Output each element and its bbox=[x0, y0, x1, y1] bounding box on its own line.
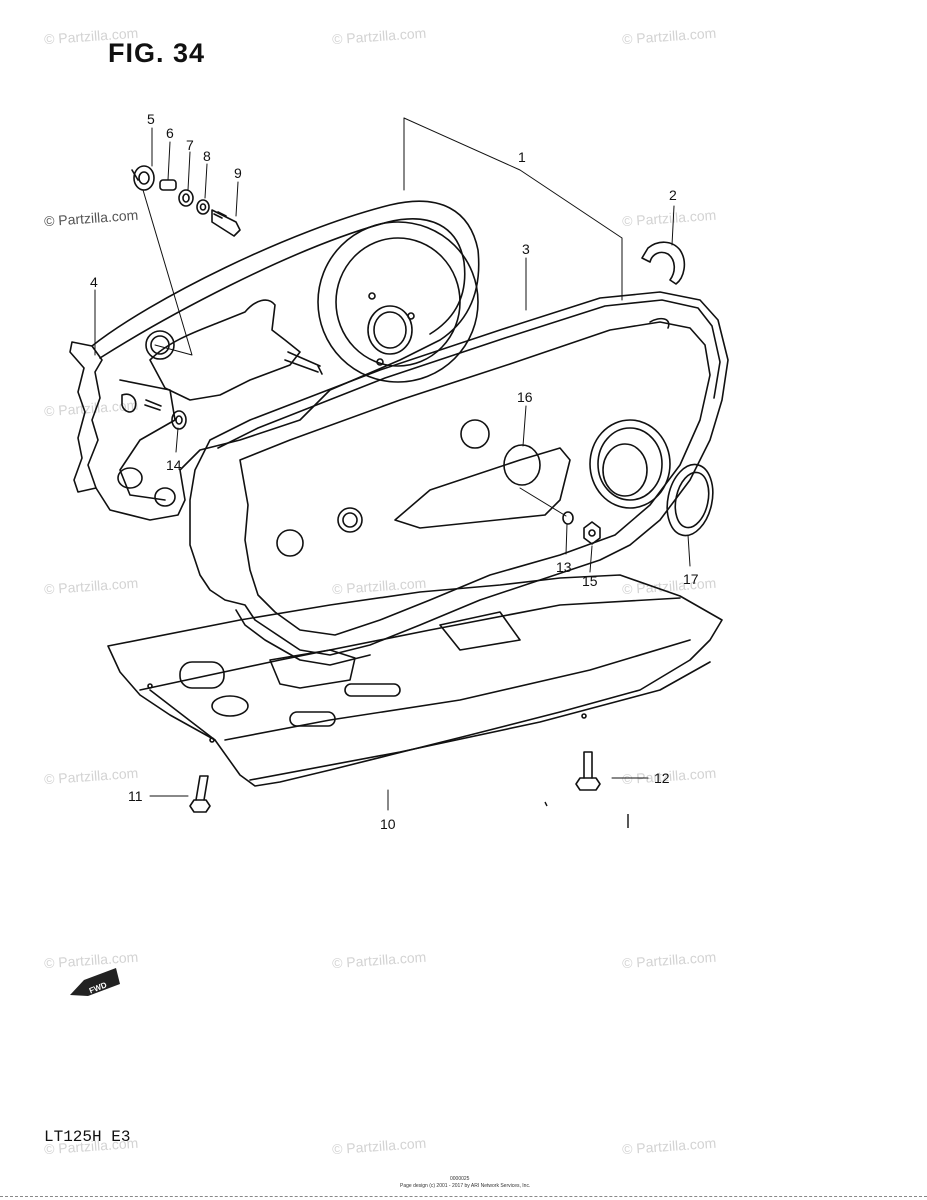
small-marks bbox=[544, 801, 629, 828]
callout-17: 17 bbox=[683, 571, 699, 587]
figure-title: FIG. 34 bbox=[108, 38, 206, 68]
clip-part bbox=[641, 241, 686, 285]
inner-chain-cover bbox=[69, 200, 480, 521]
callout-2: 2 bbox=[669, 187, 677, 203]
leader-lines bbox=[94, 117, 691, 811]
model-code: LT125H E3 bbox=[44, 1128, 131, 1146]
hardware-5-9 bbox=[131, 165, 241, 237]
footer-copyright: Page design (c) 2001 - 2017 by ARI Netwo… bbox=[400, 1183, 531, 1189]
callout-3: 3 bbox=[522, 241, 530, 257]
callout-10: 10 bbox=[380, 816, 396, 832]
fwd-arrow-icon: FWD bbox=[70, 968, 120, 996]
callout-14: 14 bbox=[166, 457, 182, 473]
callout-4: 4 bbox=[90, 274, 98, 290]
outer-chain-cover bbox=[189, 291, 729, 666]
callout-9: 9 bbox=[234, 165, 242, 181]
bottom-divider bbox=[0, 1196, 927, 1199]
callout-15: 15 bbox=[582, 573, 598, 589]
callout-5: 5 bbox=[147, 111, 155, 127]
callout-13: 13 bbox=[556, 559, 572, 575]
bolts-11-12 bbox=[189, 751, 601, 813]
callout-6: 6 bbox=[166, 125, 174, 141]
callout-8: 8 bbox=[203, 148, 211, 164]
callout-11: 11 bbox=[128, 788, 143, 804]
callout-labels: 1 2 3 4 5 6 7 8 9 10 11 12 13 14 15 16 1… bbox=[90, 111, 699, 832]
skid-plate bbox=[107, 574, 723, 787]
callout-16: 16 bbox=[517, 389, 533, 405]
callout-12: 12 bbox=[654, 770, 670, 786]
callout-1: 1 bbox=[518, 149, 526, 165]
footer-code: 0000025 bbox=[450, 1176, 470, 1182]
callout-7: 7 bbox=[186, 137, 194, 153]
